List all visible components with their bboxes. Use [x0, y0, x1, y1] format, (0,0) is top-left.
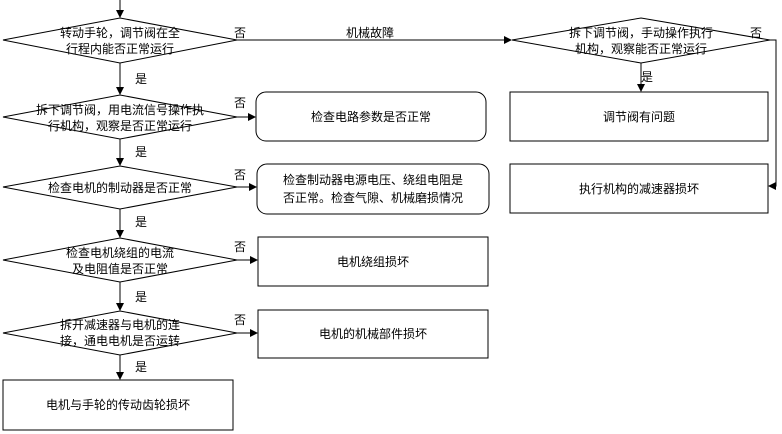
box-valve-problem-text: 调节阀有问题: [602, 109, 675, 124]
decision-6-text: 拆下调节阀，手动操作执行 机构，观察能否正常运行: [541, 25, 741, 57]
box-valve-problem: [509, 91, 769, 142]
decision-4-line-2: 及电阻值是否正常: [71, 262, 168, 276]
decision-4-line-1: 检查电机绕组的电流: [65, 246, 174, 260]
yes-label-6: 是: [641, 70, 654, 84]
box-winding-damaged-text: 电机绕组损坏: [336, 254, 409, 269]
mechanical-fault-label: 机械故障: [346, 26, 395, 40]
no-label-3: 否: [234, 168, 247, 182]
no-label-4: 否: [234, 240, 247, 254]
box-reducer-damaged-text: 执行机构的减速器损坏: [578, 181, 699, 196]
box-check-brake-text: 检查制动器电源电压、绕组电阻是 否正常。检查气隙、机械磨损情况: [257, 164, 489, 214]
decision-3-line-1: 检查电机的制动器是否正常: [47, 181, 192, 195]
no-label-1: 否: [234, 26, 247, 40]
box-gear-damaged-text: 电机与手轮的传动齿轮损坏: [45, 398, 190, 412]
no-label-5: 否: [234, 313, 247, 327]
decision-2-line-2: 行机构，观察是否正常运行: [47, 119, 192, 133]
decision-3-text: 检查电机的制动器是否正常: [20, 180, 220, 196]
yes-label-4: 是: [135, 290, 148, 304]
decision-5-text: 拆开减速器与电机的连 接，通电电机是否运转: [30, 317, 210, 349]
no-label-2: 否: [234, 96, 247, 110]
yes-label-1: 是: [135, 72, 148, 86]
decision-1-line-1: 转动手轮，调节阀在全: [59, 26, 180, 40]
decision-6-line-2: 机构，观察能否正常运行: [574, 42, 707, 56]
no-label-6: 否: [750, 26, 763, 40]
yes-label-5: 是: [135, 360, 148, 374]
box-winding-damaged: [257, 236, 489, 287]
box-check-circuit-text: 检查电路参数是否正常: [310, 109, 431, 124]
no-arrow-6: [768, 39, 777, 190]
decision-4-text: 检查电机绕组的电流 及电阻值是否正常: [30, 245, 210, 277]
box-check-circuit: [255, 91, 487, 142]
box-gear-damaged: [2, 379, 234, 431]
decision-1-text: 转动手轮，调节阀在全 行程内能否正常运行: [30, 25, 210, 57]
box-mechanical-damaged-text: 电机的机械部件损坏: [318, 327, 427, 341]
box-mechanical-damaged: [257, 309, 489, 359]
decision-5-line-1: 拆开减速器与电机的连: [59, 318, 180, 332]
decision-1-line-2: 行程内能否正常运行: [65, 42, 174, 56]
decision-2-line-1: 拆下调节阀，用电流信号操作执: [35, 103, 204, 117]
yes-label-2: 是: [135, 145, 148, 159]
box-check-brake-line-1: 检查制动器电源电压、绕组电阻是: [282, 173, 463, 187]
box-reducer-damaged: [509, 163, 769, 214]
box-check-brake-line-2: 否正常。检查气隙、机械磨损情况: [282, 191, 463, 205]
decision-5-line-2: 接，通电电机是否运转: [59, 334, 180, 348]
box-check-brake: [256, 163, 490, 215]
decision-6-line-1: 拆下调节阀，手动操作执行: [568, 26, 713, 40]
yes-label-3: 是: [135, 215, 148, 229]
decision-2-text: 拆下调节阀，用电流信号操作执 行机构，观察是否正常运行: [20, 102, 220, 134]
